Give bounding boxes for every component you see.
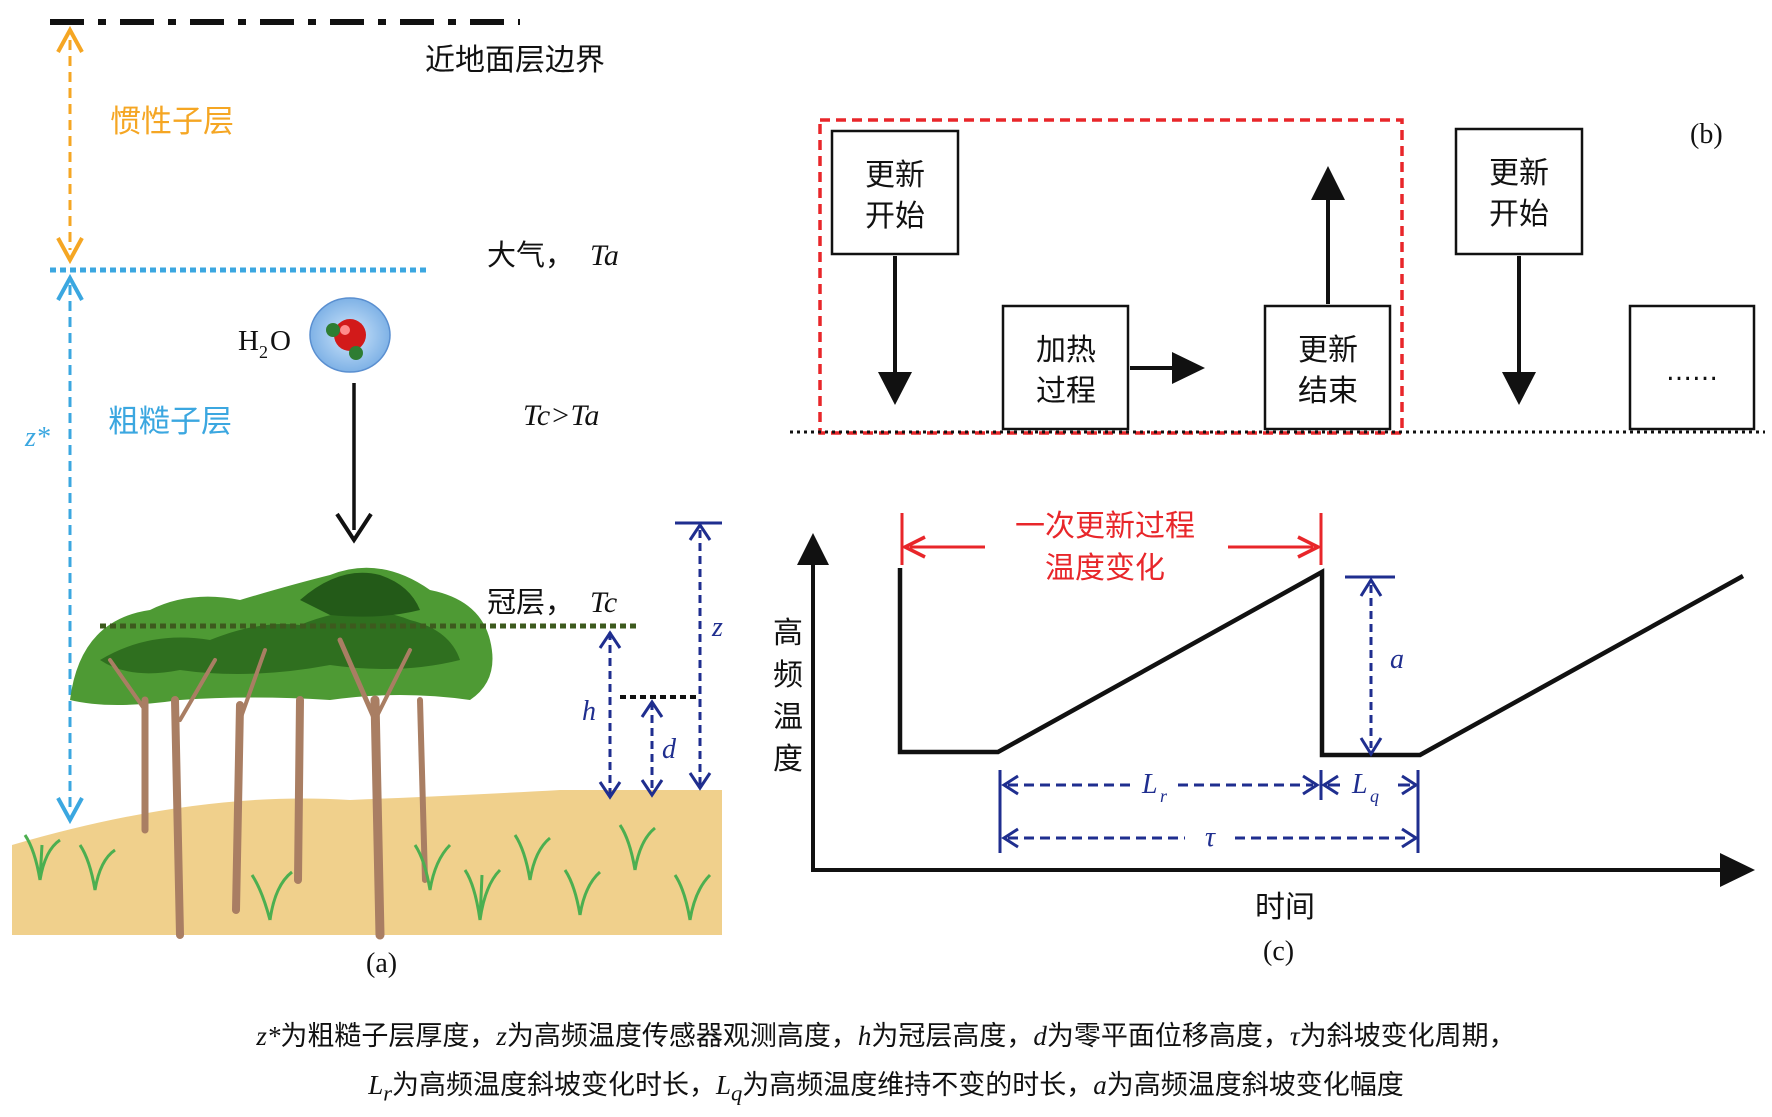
d-height-arrow: [640, 699, 664, 798]
amplitude-a-arrow: [1345, 575, 1395, 757]
update-start-box-2-line1: 更新: [1489, 156, 1549, 191]
grass: [23, 824, 712, 921]
caption-line-2: Lr为高频温度斜坡变化时长，Lq为高频温度维持不变的时长，a为高频温度斜坡变化幅…: [0, 1061, 1772, 1117]
update-start-box-1-line2: 开始: [865, 199, 925, 234]
annotation-line2: 温度变化: [1045, 551, 1165, 586]
update-start-box-2: [1454, 127, 1584, 256]
caption-text-4: 为零平面位移高度，: [1046, 1021, 1290, 1052]
a-label: a: [1390, 644, 1404, 675]
caption-var-lr: L: [368, 1070, 384, 1100]
caption-var-h: h: [857, 1021, 872, 1051]
figure-caption: z*为粗糙子层厚度，z为高频温度传感器观测高度，h为冠层高度，d为零平面位移高度…: [0, 1012, 1772, 1117]
update-end-box: [1263, 304, 1392, 431]
d-label: d: [662, 734, 677, 765]
h2o-subscript: 2: [259, 342, 268, 362]
caption-var-tau: τ: [1289, 1021, 1300, 1051]
roughness-sublayer-arrow: [56, 273, 84, 825]
caption-var-lq: L: [716, 1070, 732, 1100]
update-start-box-1: [830, 129, 960, 256]
caption-text-6: 为高频温度斜坡变化时长，: [392, 1070, 716, 1101]
caption-var-zstar: z*: [256, 1021, 281, 1051]
y-axis-label-4: 度: [773, 742, 803, 777]
panel-a: 近地面层边界 惯性子层 大气， Ta z* 粗糙子层 H 2 O: [12, 19, 723, 979]
caption-sub-r: r: [383, 1080, 392, 1106]
ramp-signal-line: [897, 568, 1745, 758]
update-cycle-highlight: [818, 118, 1404, 435]
h2o-label: H: [238, 325, 259, 357]
update-start-box-2-line2: 开始: [1489, 197, 1549, 232]
x-axis-label: 时间: [1255, 890, 1315, 925]
annotation-line1: 一次更新过程: [1015, 509, 1195, 544]
heating-process-box: [1001, 304, 1130, 431]
tree-trunks: [108, 637, 428, 940]
z-label: z: [711, 612, 723, 643]
roughness-sublayer-label: 粗糙子层: [108, 404, 232, 440]
caption-var-z: z: [496, 1021, 507, 1051]
z-height-arrow: [675, 521, 722, 791]
caption-text-2: 为高频温度传感器观测高度，: [506, 1021, 858, 1052]
caption-text-1: 为粗糙子层厚度，: [280, 1021, 497, 1052]
panel-b-tag: (b): [1690, 119, 1723, 150]
lr-subscript: r: [1160, 786, 1168, 806]
lr-lq-tau-arrows: [998, 770, 1420, 853]
update-end-line1: 更新: [1298, 333, 1358, 368]
caption-text-3: 为冠层高度，: [871, 1021, 1034, 1052]
atmosphere-label: 大气，: [487, 238, 574, 272]
h-height-arrow: [598, 630, 622, 800]
lr-label: L: [1141, 769, 1158, 800]
h2o-o-label: O: [270, 325, 291, 357]
ground: [12, 790, 722, 935]
caption-line-1: z*为粗糙子层厚度，z为高频温度传感器观测高度，h为冠层高度，d为零平面位移高度…: [0, 1012, 1772, 1061]
update-end-line2: 结束: [1298, 374, 1358, 409]
update-process-span-arrow: [900, 513, 1323, 565]
caption-sub-q: q: [731, 1080, 743, 1106]
boundary-label: 近地面层边界: [425, 43, 605, 78]
caption-var-a: a: [1093, 1070, 1107, 1100]
caption-text-8: 为高频温度斜坡变化幅度: [1106, 1070, 1404, 1101]
update-start-box-1-line1: 更新: [865, 158, 925, 193]
tree-canopy: [70, 567, 493, 705]
lq-label: L: [1351, 769, 1368, 800]
caption-var-d: d: [1033, 1021, 1047, 1051]
caption-text-5: 为斜坡变化周期，: [1299, 1021, 1516, 1052]
caption-text-7: 为高频温度维持不变的时长，: [742, 1070, 1094, 1101]
continuation-ellipsis: ……: [1666, 357, 1718, 387]
y-axis-label-2: 频: [773, 658, 803, 693]
heating-process-line2: 过程: [1036, 374, 1096, 409]
canopy-label: 冠层，: [487, 585, 574, 619]
continuation-box: [1628, 304, 1756, 431]
zstar-label: z*: [24, 422, 50, 453]
panel-c: 高 频 温 度 时间 一次更新过程 温度变化 a: [773, 509, 1755, 967]
lq-subscript: q: [1370, 786, 1379, 806]
tau-label: τ: [1205, 822, 1216, 853]
h-label: h: [582, 696, 596, 727]
canopy-var: Tc: [590, 586, 617, 619]
panel-c-tag: (c): [1263, 936, 1294, 967]
panel-a-tag: (a): [366, 948, 397, 979]
water-molecule-icon: [309, 297, 391, 373]
atmosphere-var: Ta: [590, 239, 619, 272]
inertial-sublayer-label: 惯性子层: [110, 104, 234, 140]
inertial-sublayer-arrow: [56, 25, 84, 265]
y-axis-label-3: 温: [773, 700, 803, 735]
y-axis-label-1: 高: [773, 616, 803, 651]
heating-process-line1: 加热: [1036, 333, 1096, 368]
panel-b: (b) 更新 开始 加热 过程 更新 结束 更新 开始 ……: [790, 118, 1765, 435]
tc-gt-ta-label: Tc>Ta: [523, 399, 599, 432]
